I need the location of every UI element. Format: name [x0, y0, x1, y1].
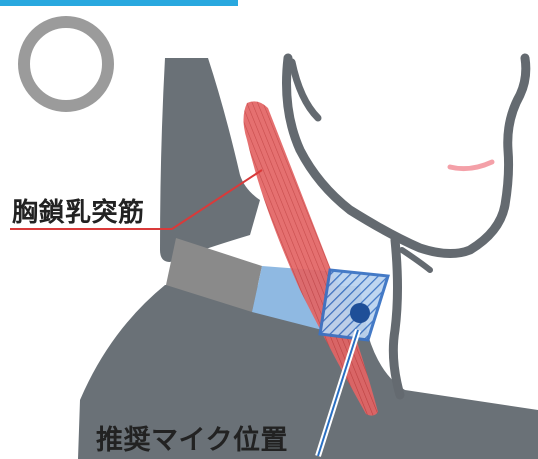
throat-line	[388, 235, 405, 400]
ear-curve	[288, 58, 322, 122]
top-bar	[0, 0, 238, 6]
mic-leader-line-inner	[317, 329, 359, 457]
mic-position-dot	[350, 303, 370, 323]
muscle-label: 胸鎖乳突筋	[12, 198, 145, 228]
mic-position-label: 推奨マイク位置	[96, 425, 288, 456]
collar-line	[399, 247, 433, 273]
shoulder-shape	[78, 285, 538, 459]
muscle-leader-line	[10, 169, 263, 230]
lip	[447, 159, 495, 172]
face-profile-line	[282, 53, 531, 258]
recommended-circle-icon	[18, 16, 114, 112]
neck-back-outline	[160, 58, 260, 262]
neckband-gray	[166, 238, 262, 312]
